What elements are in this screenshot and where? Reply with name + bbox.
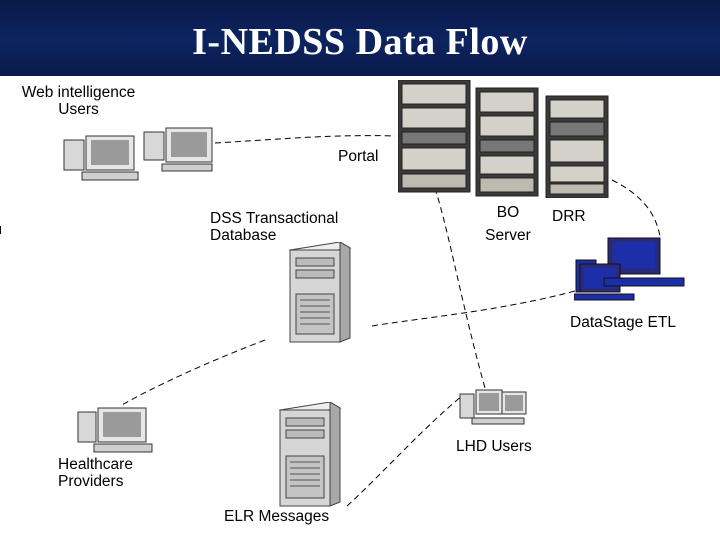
link-portal-to-datastage xyxy=(434,187,486,389)
tower-server-icon xyxy=(288,242,352,343)
link-drr-to-datastage xyxy=(611,179,661,237)
workstation-icon xyxy=(63,127,213,181)
datastage-label: DataStage ETL xyxy=(570,314,676,331)
web-users-label: Web intelligence Users xyxy=(21,84,136,118)
portal-label: Portal xyxy=(338,148,379,165)
title-bar: I-NEDSS Data Flow xyxy=(0,0,720,76)
diagram-canvas: Web intelligence Users xyxy=(0,76,720,540)
bo-server-label: BO Server xyxy=(485,204,531,244)
healthcare-providers-label: Healthcare Providers xyxy=(58,456,133,490)
workstation-icon xyxy=(574,237,685,301)
link-db-to-healthcare xyxy=(119,339,266,407)
dss-database-label: DSS Transactional Database xyxy=(210,210,339,244)
workstation-icon xyxy=(77,407,153,453)
tower-server-icon xyxy=(278,402,342,507)
link-web-to-portal xyxy=(214,135,396,144)
drr-label: DRR xyxy=(552,208,586,225)
elr-messages-label: ELR Messages xyxy=(224,508,330,525)
connection-lines xyxy=(0,135,661,507)
workstation-icon xyxy=(459,389,527,425)
link-elr-to-lhd xyxy=(346,395,463,507)
link-db-to-datastage xyxy=(371,290,576,327)
slide-title: I-NEDSS Data Flow xyxy=(192,21,528,63)
lhd-users-label: LHD Users xyxy=(456,438,532,455)
server-rack-icon xyxy=(398,80,609,198)
